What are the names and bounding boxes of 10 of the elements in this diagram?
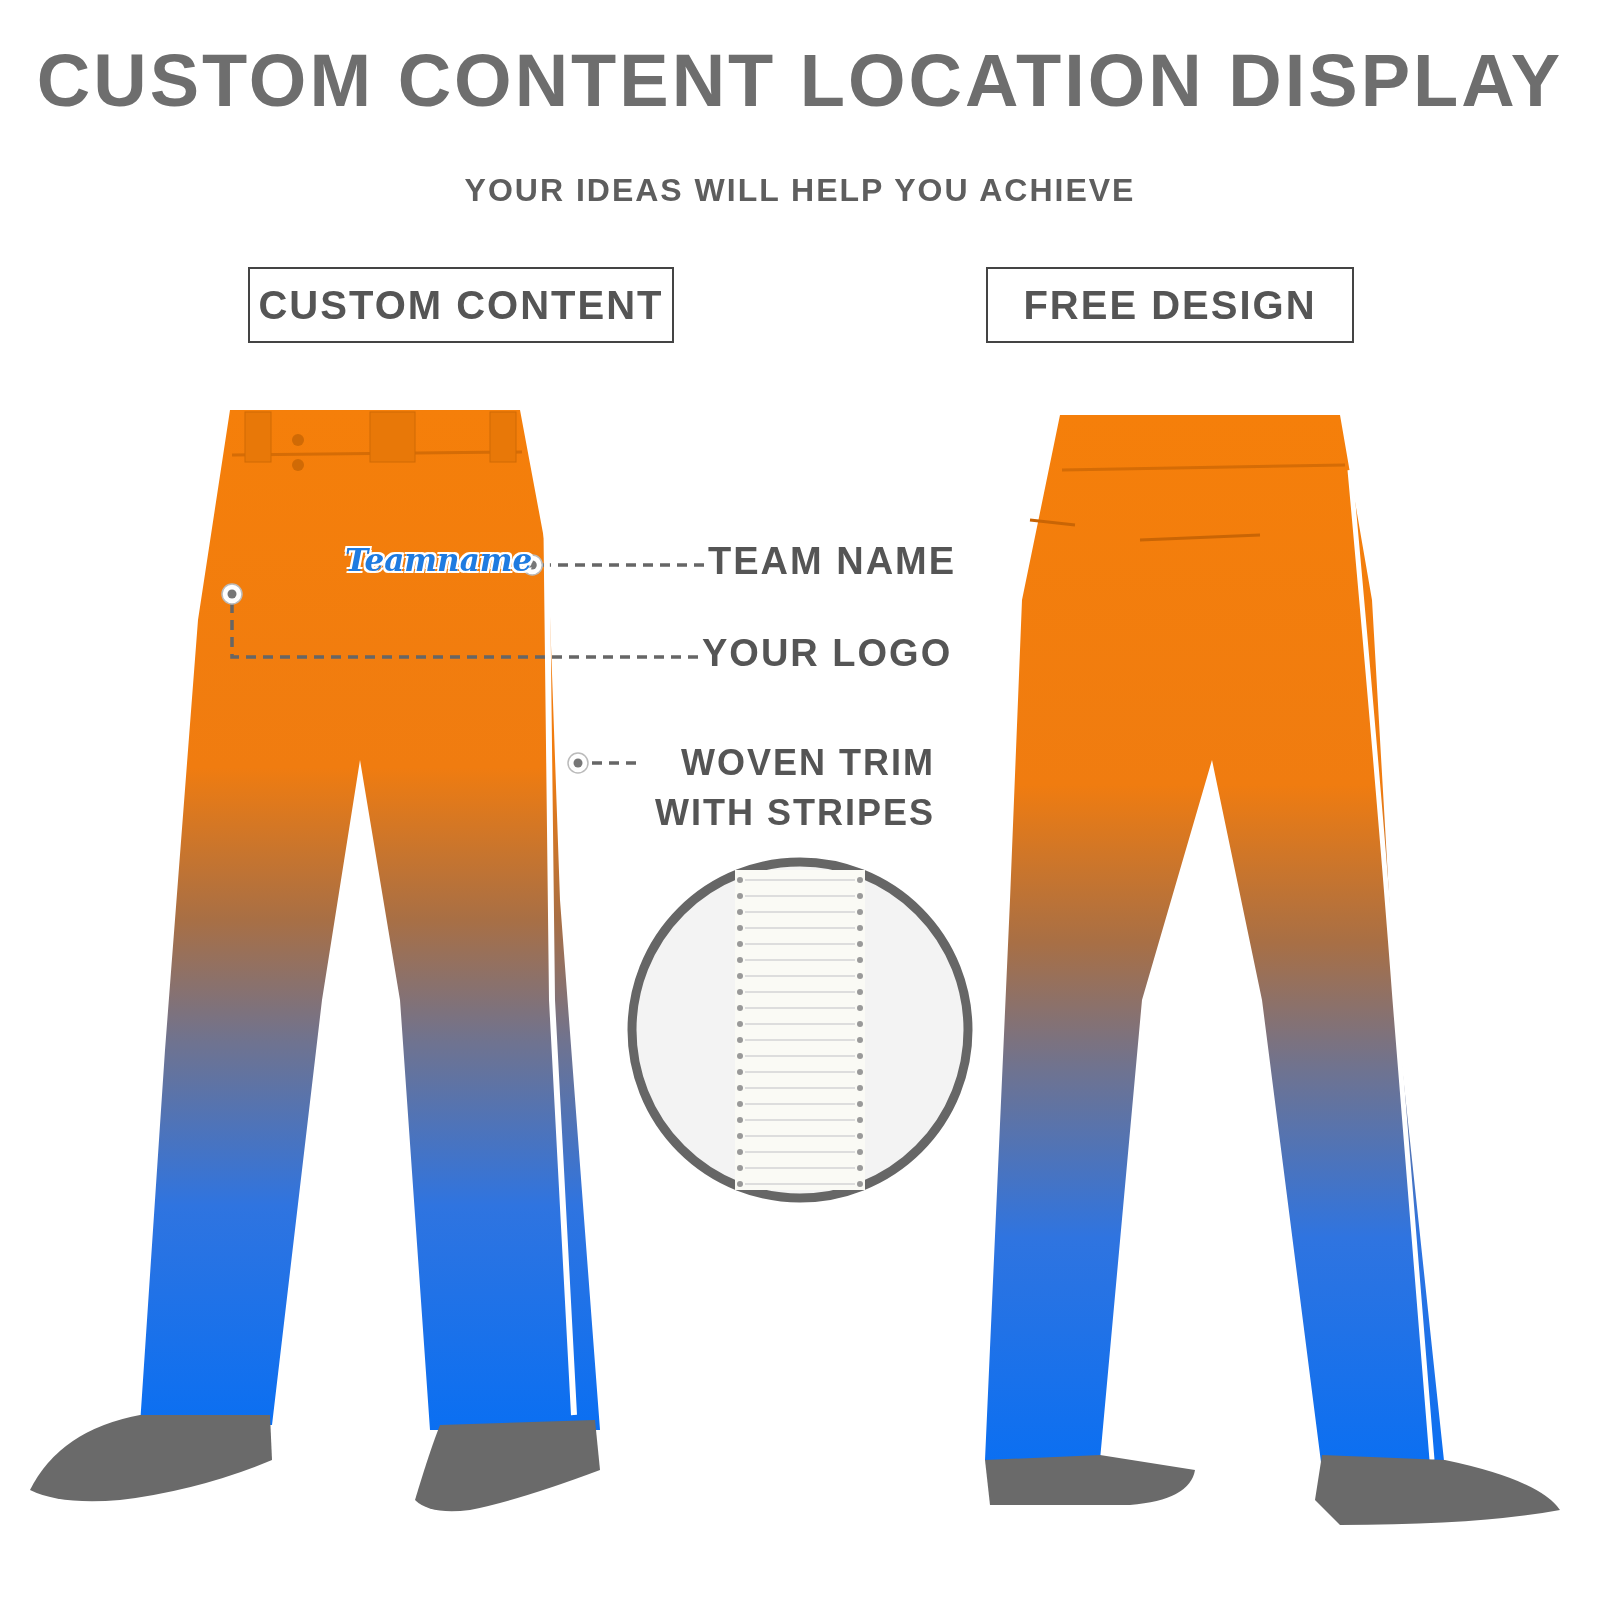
heading-box: CUSTOM CONTENT [248, 267, 674, 343]
subtitle: YOUR IDEAS WILL HELP YOU ACHIEVE [463, 172, 1137, 209]
callout-label: TEAM NAME [708, 540, 957, 583]
heading-box: FREE DESIGN [986, 267, 1354, 343]
callout-label: WOVEN TRIM WITH STRIPES [640, 738, 935, 838]
team-name-text: Teamname [345, 542, 533, 578]
callout-label: YOUR LOGO [702, 632, 953, 675]
leader-line [221, 583, 698, 659]
title: CUSTOM CONTENT LOCATION DISPLAY [35, 38, 1565, 123]
leader-line [567, 752, 636, 774]
